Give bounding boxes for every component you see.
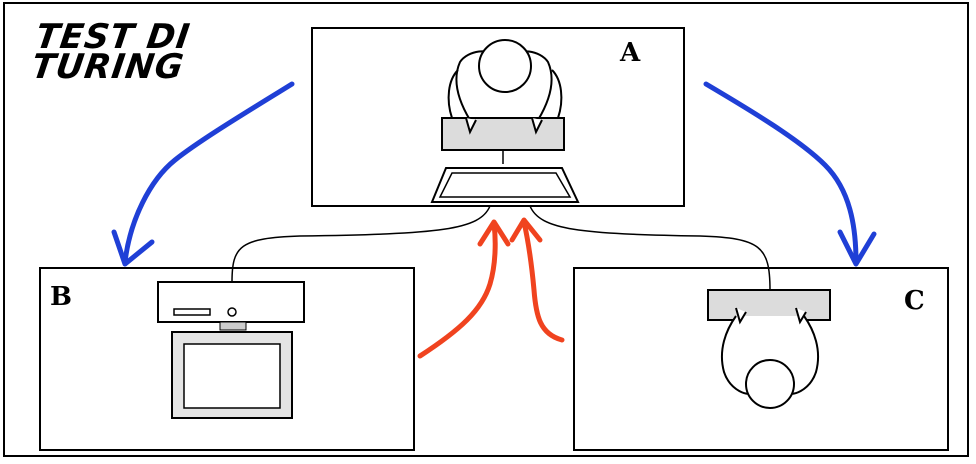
label-b: B [50, 284, 72, 310]
label-a: A [620, 40, 640, 66]
screen-a-icon [432, 168, 578, 202]
red-arrow-from-c [512, 220, 562, 340]
keyboard-c-icon [708, 290, 830, 320]
computer-case-icon [158, 282, 304, 322]
label-c: C [904, 288, 925, 314]
blue-arrow-right [706, 84, 874, 264]
keyboard-a-icon [442, 118, 564, 150]
blue-arrow-left [114, 84, 292, 264]
monitor-icon [172, 332, 292, 418]
red-arrow-from-b [420, 222, 508, 356]
